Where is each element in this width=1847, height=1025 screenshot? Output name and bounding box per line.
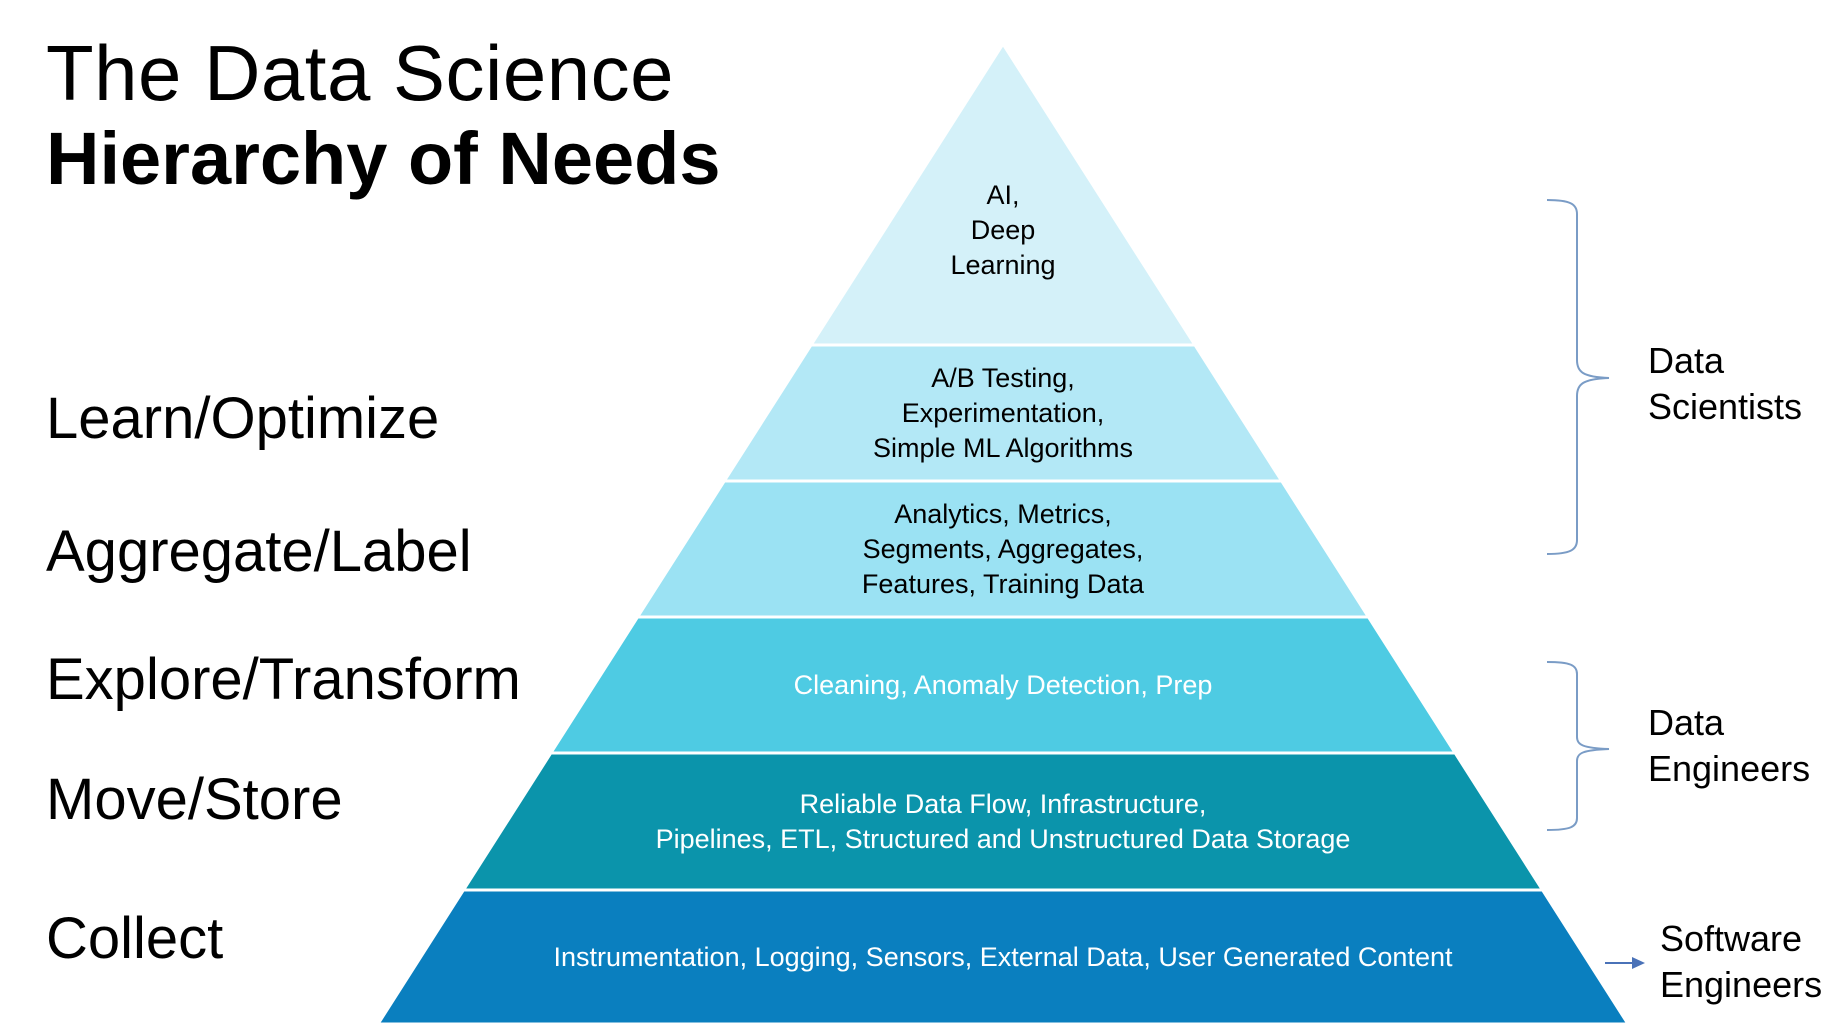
layer-text-analytics: Features, Training Data bbox=[862, 569, 1145, 599]
data-scientists-bracket bbox=[1546, 199, 1610, 555]
data-engineers-label: Data Engineers bbox=[1648, 702, 1811, 789]
layer-text-ai-deep-learning: AI, bbox=[986, 180, 1019, 210]
stage-label-learn-optimize: Learn/Optimize bbox=[46, 386, 440, 451]
data-scientists-label: Data Scientists bbox=[1648, 340, 1803, 427]
stage-label-aggregate-label: Aggregate/Label bbox=[46, 519, 472, 584]
stage-label-collect: Collect bbox=[46, 906, 224, 971]
pyramid-layer-data-flow bbox=[460, 751, 1546, 892]
title-line-2: Hierarchy of Needs bbox=[46, 117, 721, 200]
pyramid-layer-instrumentation bbox=[375, 888, 1631, 1025]
layer-text-data-flow: Reliable Data Flow, Infrastructure, bbox=[800, 789, 1207, 819]
title-line-1: The Data Science bbox=[46, 29, 675, 117]
data-engineers-bracket bbox=[1546, 661, 1610, 831]
layer-text-ab-testing: Experimentation, bbox=[902, 398, 1105, 428]
layer-text-ai-deep-learning: Learning bbox=[950, 250, 1055, 280]
stage-label-move-store: Move/Store bbox=[46, 767, 343, 832]
layer-text-data-flow: Pipelines, ETL, Structured and Unstructu… bbox=[656, 824, 1351, 854]
stage-label-explore-transform: Explore/Transform bbox=[46, 647, 521, 712]
layer-text-instrumentation: Instrumentation, Logging, Sensors, Exter… bbox=[553, 942, 1453, 972]
layer-text-ab-testing: A/B Testing, bbox=[931, 363, 1075, 393]
layer-text-analytics: Segments, Aggregates, bbox=[863, 534, 1144, 564]
layer-text-ab-testing: Simple ML Algorithms bbox=[873, 433, 1133, 463]
software-engineers-arrow bbox=[1605, 957, 1645, 969]
layer-text-analytics: Analytics, Metrics, bbox=[894, 499, 1112, 529]
layer-text-cleaning: Cleaning, Anomaly Detection, Prep bbox=[794, 670, 1213, 700]
pyramid-layers bbox=[375, 41, 1631, 1025]
layer-text-ai-deep-learning: Deep bbox=[971, 215, 1036, 245]
software-engineers-label: Software Engineers bbox=[1660, 918, 1823, 1005]
